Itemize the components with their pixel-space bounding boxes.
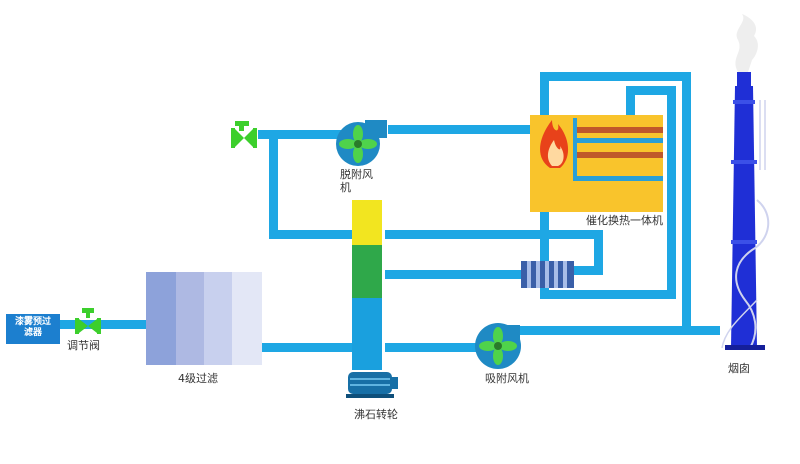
chimney-label: 烟囱 xyxy=(728,362,750,375)
fan-icon xyxy=(339,125,377,163)
chimney xyxy=(721,14,770,350)
pre-filter-label-line1: 漆雾预过 xyxy=(14,317,51,327)
zeolite-rotor-label: 沸石转轮 xyxy=(354,408,398,421)
regulating-valve-label: 调节阀 xyxy=(67,339,100,352)
pre-filter-label-line2: 滤器 xyxy=(23,328,42,338)
motor-icon xyxy=(346,372,398,398)
desorption-fan xyxy=(336,120,387,166)
pre-filter-label: 漆雾预过 滤器 xyxy=(6,317,60,339)
valve-icon xyxy=(231,121,257,148)
zeolite-rotor xyxy=(346,200,398,398)
flame-icon xyxy=(540,120,569,168)
desorption-fan-label-line2: 机 xyxy=(340,181,351,194)
desorption-fan-label: 脱附风 机 xyxy=(340,168,373,194)
adsorption-fan xyxy=(475,323,521,369)
catalytic-unit xyxy=(530,115,663,212)
fan-icon xyxy=(479,327,517,365)
pipes xyxy=(60,72,720,352)
four-stage-filter xyxy=(146,272,262,365)
desorption-fan-label-line1: 脱附风 xyxy=(340,168,373,181)
heat-exchanger-icon xyxy=(521,261,574,288)
adsorption-fan-label: 吸附风机 xyxy=(485,372,529,385)
catalytic-unit-label: 催化换热一体机 xyxy=(586,214,663,227)
valve-icon xyxy=(75,308,101,334)
paint-mist-pre-filter xyxy=(6,314,60,344)
filter-label: 4级过滤 xyxy=(178,372,218,385)
